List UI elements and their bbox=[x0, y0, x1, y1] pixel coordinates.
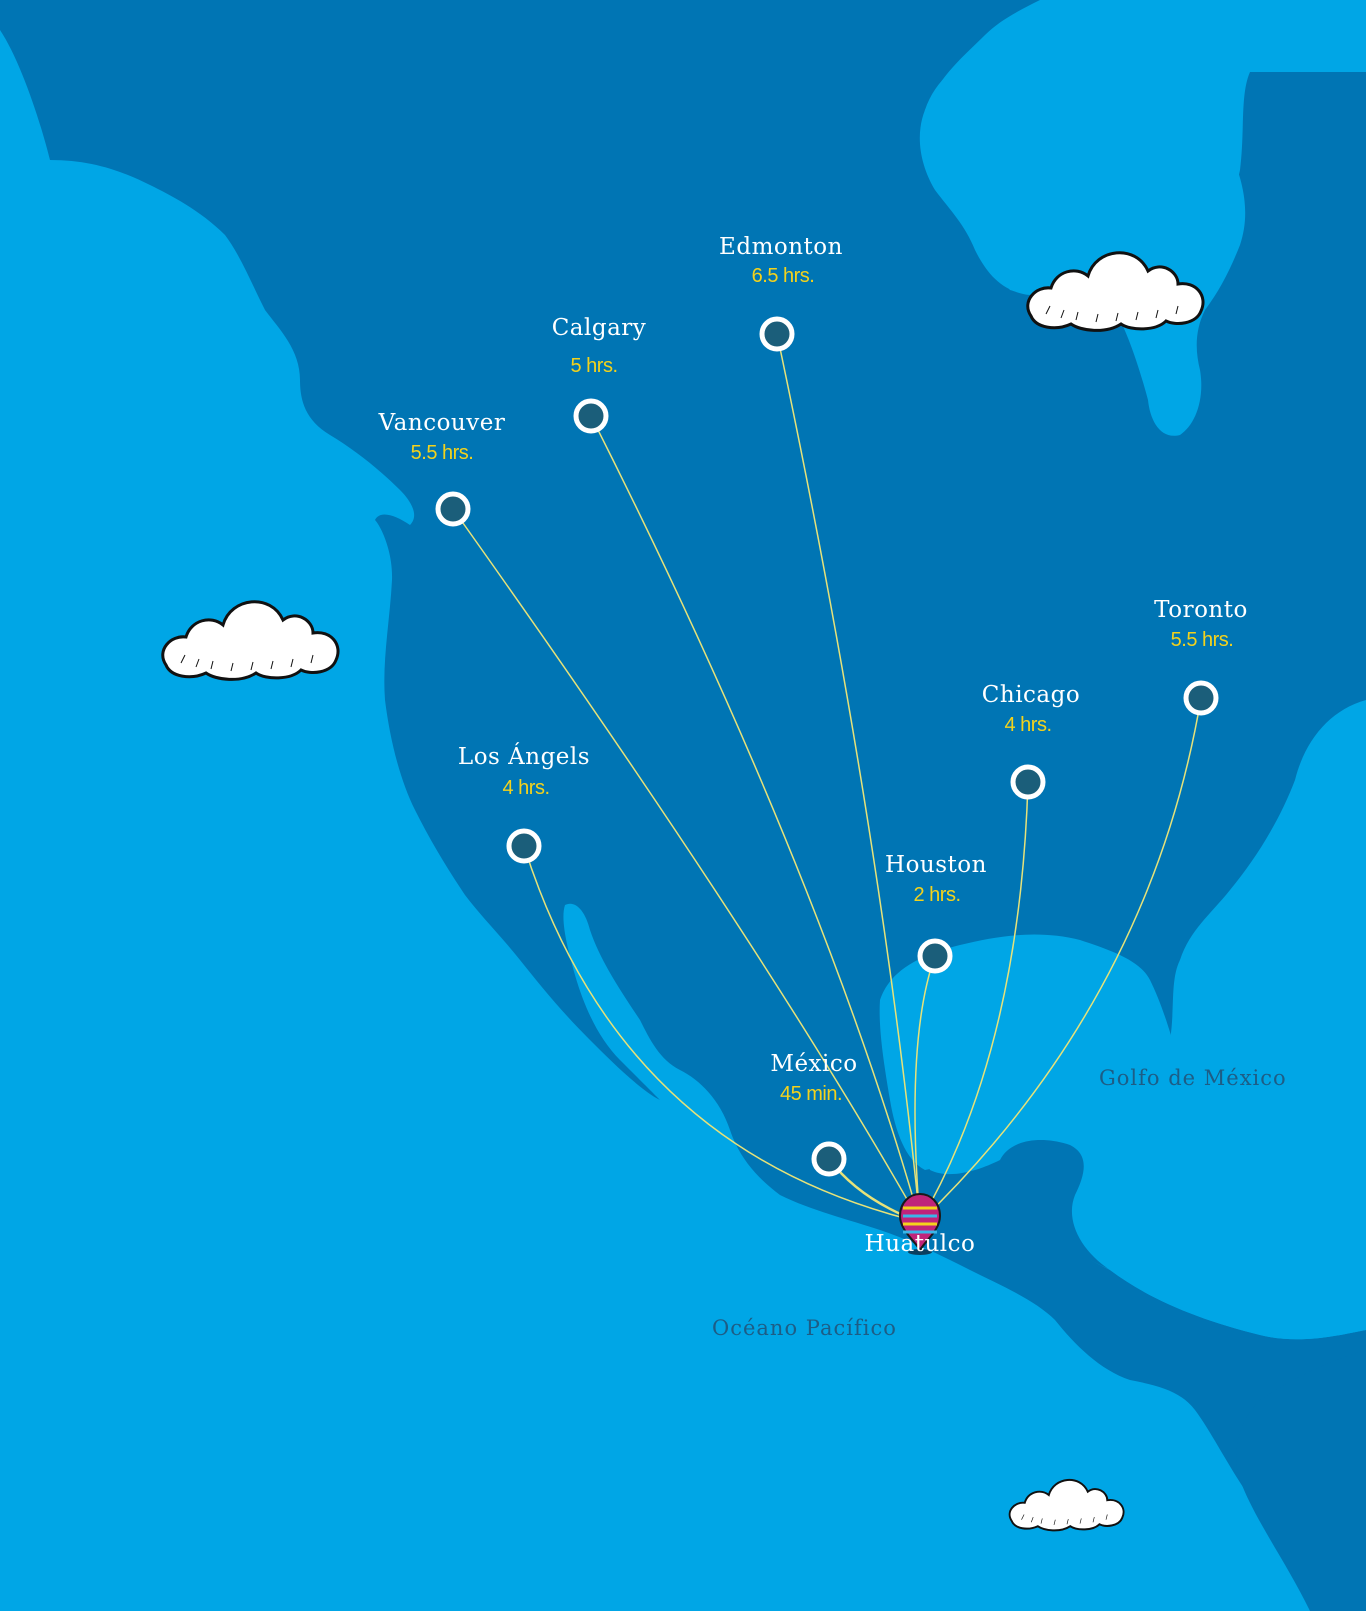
cloud-left bbox=[161, 600, 340, 681]
clouds bbox=[161, 251, 1205, 1532]
city-marker-los-angeles[interactable] bbox=[506, 828, 542, 864]
hub-name-huatulco: Huatulco bbox=[864, 1231, 976, 1257]
city-marker-edmonton[interactable] bbox=[759, 316, 795, 352]
route-lines bbox=[452, 333, 1202, 1224]
city-name-edmonton: Edmonton bbox=[719, 234, 843, 260]
city-marker-mexico[interactable] bbox=[811, 1141, 847, 1177]
city-time-toronto: 5.5 hrs. bbox=[1170, 629, 1234, 651]
city-time-los-angeles: 4 hrs. bbox=[502, 777, 550, 799]
city-name-chicago: Chicago bbox=[981, 682, 1081, 708]
route-line-toronto bbox=[919, 697, 1202, 1223]
route-line-chicago bbox=[919, 781, 1029, 1223]
city-time-edmonton: 6.5 hrs. bbox=[751, 265, 815, 287]
cloud-top-right bbox=[1026, 251, 1205, 332]
water-label-pacific: Océano Pacífico bbox=[712, 1316, 897, 1340]
route-line-calgary bbox=[590, 415, 921, 1223]
city-name-houston: Houston bbox=[885, 852, 987, 878]
city-name-los-angeles: Los Ángels bbox=[457, 744, 591, 770]
city-marker-chicago[interactable] bbox=[1010, 764, 1046, 800]
huatulco-pin bbox=[898, 1192, 942, 1255]
hub-pin-shadow bbox=[908, 1249, 932, 1255]
city-time-calgary: 5 hrs. bbox=[570, 355, 618, 377]
cloud-bottom bbox=[1008, 1478, 1125, 1532]
city-name-vancouver: Vancouver bbox=[378, 410, 506, 436]
city-marker-toronto[interactable] bbox=[1183, 680, 1219, 716]
city-marker-calgary[interactable] bbox=[573, 398, 609, 434]
lake-water bbox=[919, 0, 1366, 436]
city-name-mexico: México bbox=[770, 1051, 858, 1077]
route-line-los-angeles bbox=[523, 845, 921, 1223]
route-line-edmonton bbox=[776, 333, 921, 1223]
city-name-toronto: Toronto bbox=[1154, 597, 1248, 623]
city-time-vancouver: 5.5 hrs. bbox=[410, 442, 474, 464]
city-name-calgary: Calgary bbox=[551, 315, 647, 341]
gulf-water bbox=[879, 934, 1177, 1170]
water-label-gulf: Golfo de México bbox=[1099, 1066, 1287, 1090]
route-line-houston bbox=[914, 955, 936, 1223]
caribbean-water bbox=[1090, 1260, 1366, 1340]
route-line-vancouver bbox=[452, 508, 921, 1223]
city-time-houston: 2 hrs. bbox=[913, 884, 961, 906]
landmass-south-america bbox=[1236, 1350, 1366, 1611]
atlantic-water bbox=[1178, 700, 1366, 1150]
city-time-mexico: 45 min. bbox=[779, 1083, 843, 1105]
city-markers bbox=[435, 316, 1219, 1177]
city-marker-houston[interactable] bbox=[917, 938, 953, 974]
city-marker-vancouver[interactable] bbox=[435, 491, 471, 527]
city-time-chicago: 4 hrs. bbox=[1004, 714, 1052, 736]
